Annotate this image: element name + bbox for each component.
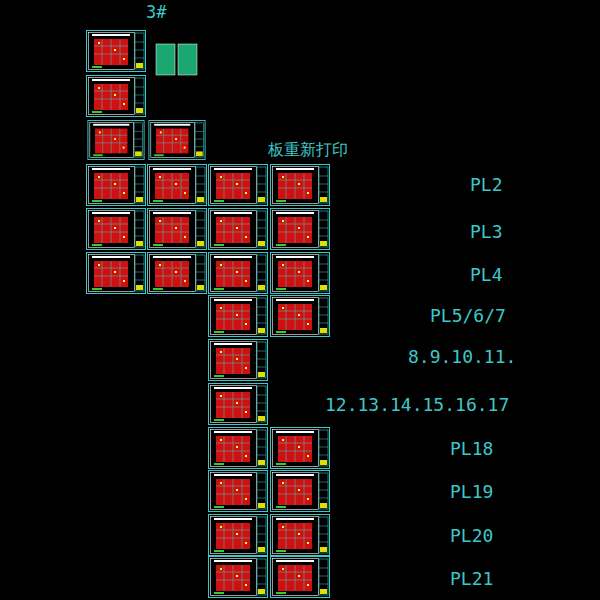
sheet-label: PL19 [450, 483, 493, 501]
sheet-label: PL18 [450, 440, 493, 458]
sheet-label: PL3 [470, 223, 503, 241]
sheet-label: 3# [146, 4, 166, 21]
sheet-label: PL2 [470, 176, 503, 194]
sheet-label: PL4 [470, 266, 503, 284]
sheet-label: PL5/6/7 [430, 307, 506, 325]
sheet-label: PL21 [450, 570, 493, 588]
sheet-label: 8.9.10.11. [408, 348, 516, 366]
sheet-label: PL20 [450, 527, 493, 545]
sheet-label: 板重新打印 [268, 142, 348, 158]
sheet-label: 12.13.14.15.16.17 [325, 396, 509, 414]
